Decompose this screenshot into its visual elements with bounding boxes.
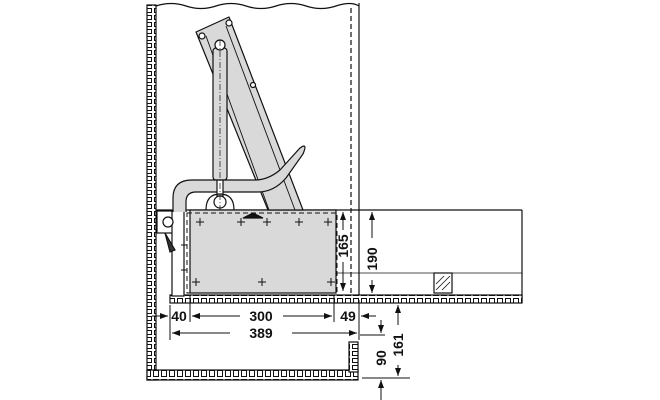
cabinet-lower-right-stile [348,341,359,373]
mechanism-box [156,209,338,297]
cabinet-break-line [155,2,360,10]
dim-right-offset: 49 [340,308,356,324]
dim-lower-clearance: 161 [390,333,406,357]
dim-overall-width: 389 [249,325,273,341]
shelf [156,209,523,304]
dim-box-height: 165 [335,234,351,258]
cabinet-bottom-panel [146,369,359,381]
dim-left-offset: 40 [171,308,187,324]
dim-lower-gap: 90 [373,350,389,366]
cabinet [146,2,360,381]
dim-mount-height: 190 [364,247,380,271]
dim-box-width: 300 [249,308,273,324]
shelf-panel [169,294,523,304]
gas-strut [205,39,235,211]
handle-tube [172,145,306,212]
cabinet-left-wall [146,4,157,381]
dimension-lines [152,212,410,400]
